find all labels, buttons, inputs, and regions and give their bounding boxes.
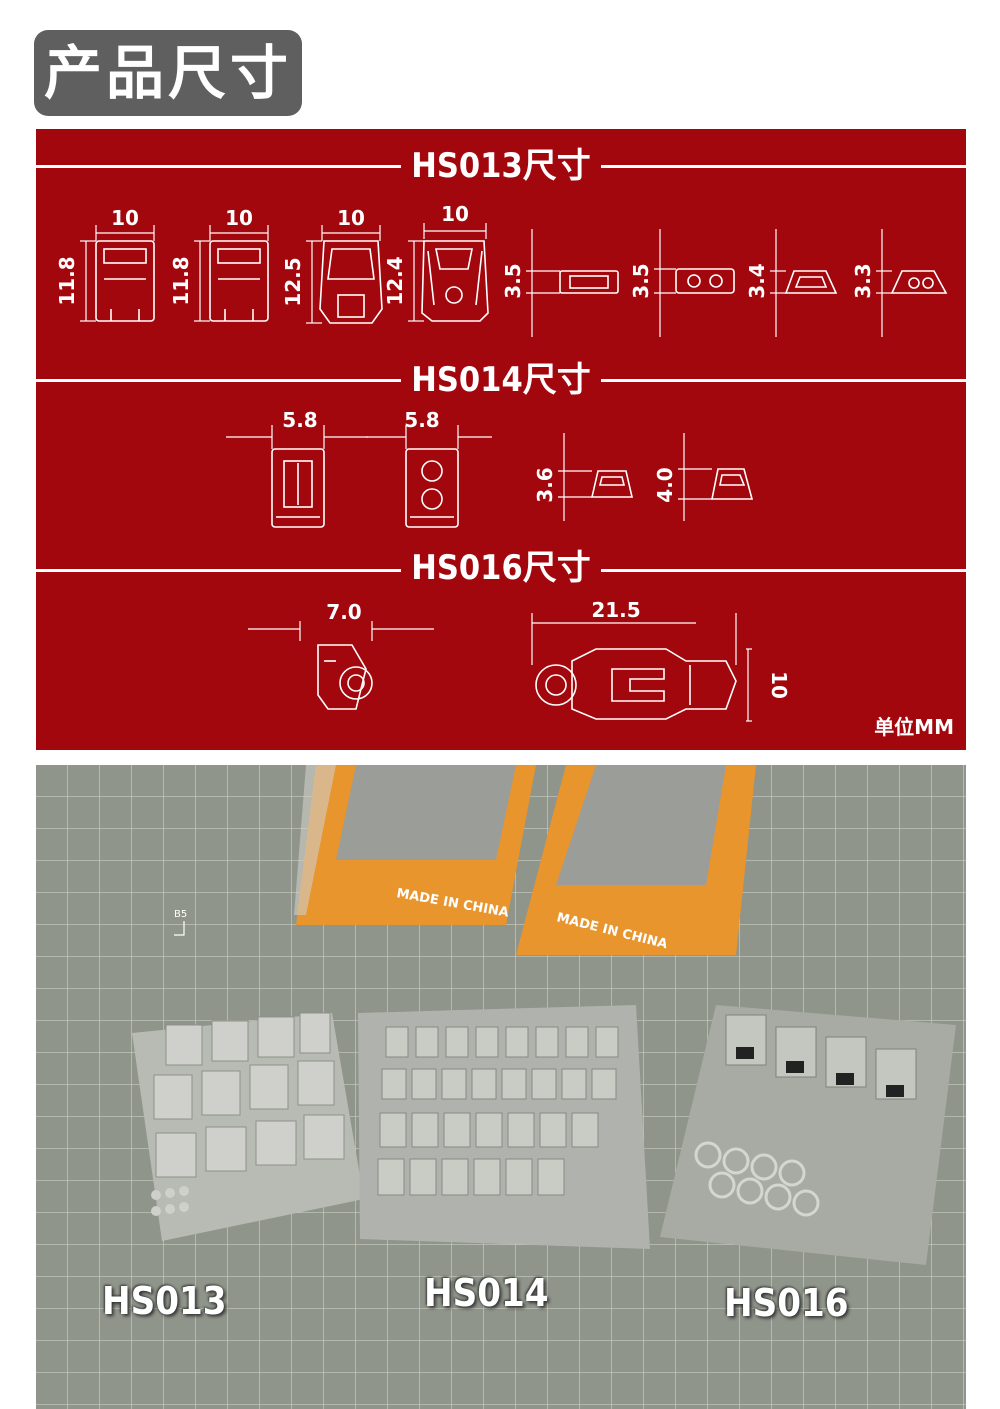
hs013-small-height-1: 3.5 [501,263,525,298]
unit-label: 单位MM [874,715,954,739]
photo-label-hs016: HS016 [724,1281,849,1325]
hs014-height-1: 3.6 [533,467,557,502]
photo-label-hs013: HS013 [102,1279,227,1323]
hs014-width-2: 5.8 [404,408,439,432]
hs013-part-1 [95,240,155,322]
photo-illustration: MADE IN CHINA MADE IN CHINA B5 [36,765,966,1409]
hs013-width-2: 10 [225,206,253,230]
hs013-height-3: 12.5 [281,257,305,306]
section-tag-product-size: 产品尺寸 [34,30,302,116]
hs013-height-4: 12.4 [383,256,407,305]
section-title-hs014: HS014尺寸 [401,360,601,400]
section-title-hs013: HS013尺寸 [401,146,601,186]
photo-label-hs014: HS014 [424,1271,549,1315]
hs013-height-2: 11.8 [169,256,193,305]
dimension-panel: HS013尺寸 HS014尺寸 HS016尺寸 [36,129,966,750]
product-photo: MADE IN CHINA MADE IN CHINA B5 [36,765,966,1409]
section-title-hs016: HS016尺寸 [401,548,601,588]
hs013-width-4: 10 [441,202,469,226]
hs016-width-1: 7.0 [326,600,361,624]
hs013-part-3 [319,240,383,324]
hs013-height-1: 11.8 [55,256,79,305]
hs013-width-3: 10 [337,206,365,230]
hs013-small-part-3 [784,270,838,294]
hs014-part-2 [405,448,459,528]
hs016-part-2 [535,648,737,720]
hs013-small-height-4: 3.3 [851,263,875,298]
hs016-height-1: 10 [767,671,791,699]
hs013-small-part-2 [675,268,735,294]
hs014-small-part-1 [590,470,634,498]
hs014-height-2: 4.0 [653,467,677,502]
hs013-small-height-2: 3.5 [629,263,653,298]
hs014-small-part-2 [711,468,754,500]
hs013-small-height-3: 3.4 [745,263,769,298]
hs013-sprue [132,1012,364,1241]
hs016-width-2: 21.5 [591,598,640,622]
bagged-pack-2 [516,765,756,955]
dimension-drawings: 10 10 10 10 11.8 11.8 12.5 12.4 [55,202,948,722]
mat-mark: B5 [174,909,187,920]
bagged-pack-1 [294,765,536,925]
hs013-width-1: 10 [111,206,139,230]
hs013-small-part-4 [890,270,948,294]
hs013-part-2 [209,240,269,322]
hs016-part-1 [317,644,373,710]
hs016-sprue [660,1005,956,1265]
hs013-small-part-1 [559,270,619,294]
hs014-part-1 [271,448,325,528]
hs014-width-1: 5.8 [282,408,317,432]
hs013-part-4 [421,240,489,322]
hs014-sprue [358,1005,650,1249]
